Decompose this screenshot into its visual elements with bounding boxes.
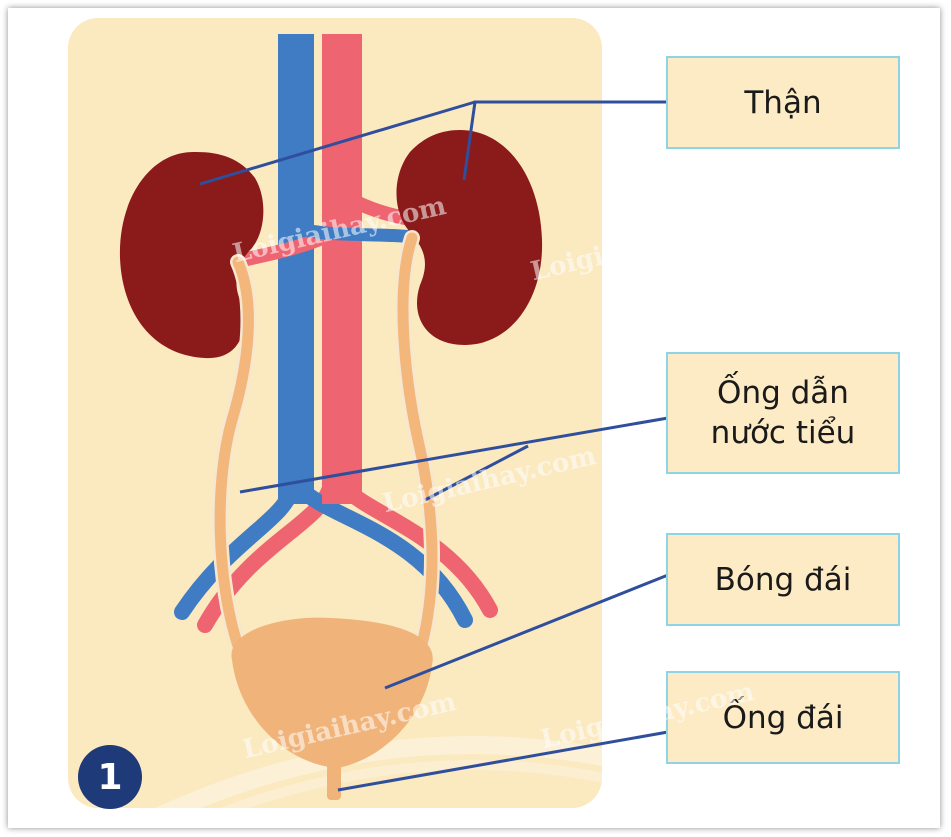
urinary-system-illustration [68, 18, 824, 828]
left-ureter-fill [214, 256, 254, 658]
label-kidney: Thận [666, 56, 900, 149]
urethra [327, 762, 341, 800]
right-kidney [396, 130, 543, 345]
aorta [322, 34, 362, 504]
label-urethra: Ống đái [666, 671, 900, 764]
label-ureter: Ống dẫn nước tiểu [666, 352, 900, 474]
leader-lines [199, 100, 669, 792]
background-arc [125, 736, 824, 828]
right-ureter-fill [397, 232, 438, 658]
label-kidney-text: Thận [744, 84, 822, 121]
label-urethra-text: Ống đái [722, 699, 844, 736]
label-bladder: Bóng đái [666, 533, 900, 626]
bladder-leader-line [384, 573, 669, 690]
ureter-leader-line-right [424, 444, 529, 502]
vena-cava [278, 34, 314, 504]
urethra-leader-line [337, 730, 669, 792]
bladder [231, 617, 433, 768]
page-number-badge: 1 [78, 745, 142, 809]
kidney-leader-line-left [199, 100, 476, 186]
label-bladder-text: Bóng đái [714, 561, 852, 598]
ureter-leader-line-left [239, 416, 669, 494]
label-ureter-text: Ống dẫn nước tiểu [710, 375, 856, 451]
diagram-frame: Thận Ống dẫn nước tiểu Bóng đái Ống đái … [8, 8, 940, 828]
left-kidney [119, 151, 264, 359]
